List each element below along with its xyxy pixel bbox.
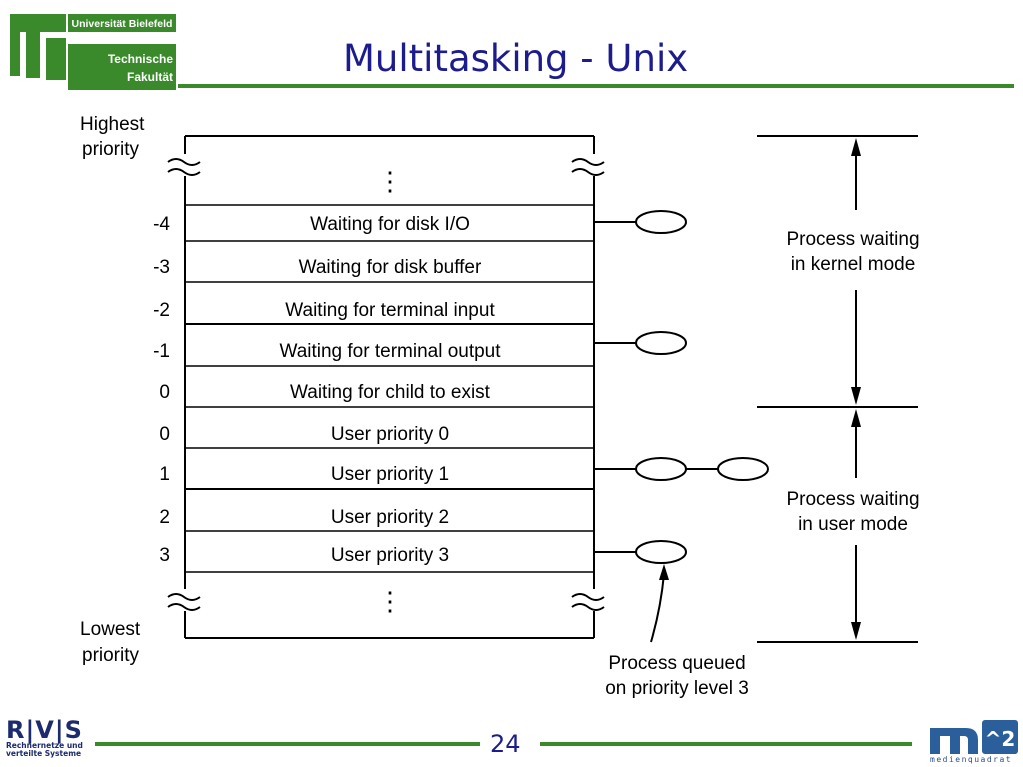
- kernel-mode-label-line1: Process waiting: [786, 229, 919, 250]
- row-label-disk-io: Waiting for disk I/O: [310, 214, 470, 235]
- logo-text-university: Universität Bielefeld: [72, 18, 173, 30]
- mode-brackets: [757, 135, 918, 643]
- ellipsis-top: ⋮: [377, 166, 403, 196]
- break-mark-top-left: [167, 158, 201, 176]
- break-mark-top-right: [571, 158, 605, 176]
- priority-value: 1: [159, 464, 170, 485]
- highest-label-line1: Highest: [80, 114, 145, 135]
- priority-value: -1: [153, 341, 170, 362]
- footer-divider-left: [95, 742, 480, 746]
- priority-value: 3: [159, 545, 170, 566]
- priority-value: -4: [153, 214, 170, 235]
- mode-arrowheads: [851, 138, 861, 640]
- priority-table: [184, 135, 595, 639]
- logo-text-fakultaet: Fakultät: [127, 70, 173, 84]
- rvs-logo-line2: verteilte Systeme: [6, 748, 82, 758]
- footer-divider-right: [540, 742, 912, 746]
- medienquadrat-logo: ^2: [930, 720, 1018, 754]
- process-ellipse: [635, 210, 687, 234]
- row-label-user-priority-0: User priority 0: [331, 424, 449, 445]
- process-ellipse: [635, 457, 687, 481]
- queued-arrowhead: [659, 564, 669, 580]
- queued-label-line1: Process queued: [608, 653, 745, 674]
- medienquadrat-text: medienquadrat: [930, 755, 1013, 764]
- row-label-disk-buffer: Waiting for disk buffer: [299, 257, 482, 278]
- process-queues: [594, 210, 769, 564]
- queued-label-line2: on priority level 3: [605, 678, 749, 699]
- row-label-terminal-output: Waiting for terminal output: [279, 341, 501, 362]
- process-ellipse: [635, 331, 687, 355]
- priority-value: -3: [153, 257, 170, 278]
- highest-label-line2: priority: [82, 139, 140, 160]
- row-dividers: [185, 204, 594, 573]
- rvs-logo-text: R|V|S: [6, 716, 83, 744]
- m2-logo-text: ^2: [985, 727, 1016, 751]
- lowest-label-line1: Lowest: [80, 619, 141, 640]
- university-logo: Universität Bielefeld Technische Fakultä…: [10, 14, 176, 90]
- user-mode-label-line2: in user mode: [798, 514, 908, 535]
- priority-value: 0: [159, 382, 170, 403]
- title-divider: [178, 84, 1014, 88]
- rvs-logo: R|V|S Rechnernetze und verteilte Systeme: [6, 718, 83, 758]
- row-label-child-exist: Waiting for child to exist: [290, 382, 491, 403]
- priority-value: 0: [159, 424, 170, 445]
- user-mode-label-line1: Process waiting: [786, 489, 919, 510]
- priority-value: -2: [153, 300, 170, 321]
- kernel-mode-label-line2: in kernel mode: [791, 254, 916, 275]
- row-label-user-priority-3: User priority 3: [331, 545, 449, 566]
- process-ellipse: [635, 540, 687, 564]
- break-mark-bottom-right: [571, 593, 605, 611]
- page-number: 24: [490, 730, 521, 758]
- lowest-label-line2: priority: [82, 645, 140, 666]
- priority-value: 2: [159, 507, 170, 528]
- page-title: Multitasking - Unix: [343, 37, 689, 80]
- logo-text-technische: Technische: [108, 52, 173, 66]
- process-ellipse: [717, 457, 769, 481]
- row-label-user-priority-1: User priority 1: [331, 464, 449, 485]
- row-label-user-priority-2: User priority 2: [331, 507, 449, 528]
- ellipsis-bottom: ⋮: [377, 586, 403, 616]
- rvs-logo-line1: Rechnernetze und: [6, 741, 83, 750]
- queued-arrow: [650, 573, 665, 643]
- break-mark-bottom-left: [167, 593, 201, 611]
- row-label-terminal-input: Waiting for terminal input: [285, 300, 495, 321]
